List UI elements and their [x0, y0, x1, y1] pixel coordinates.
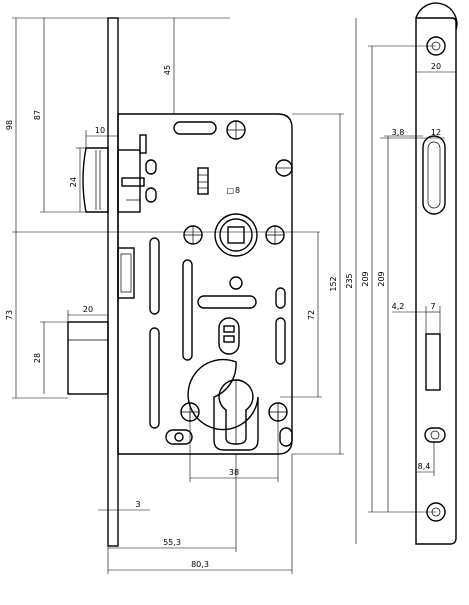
horizontal-slot: [197, 295, 257, 309]
dimension-labels: 45 98 87 10 24 □ 8 73 20 28 152 235 72 3…: [5, 62, 441, 569]
handle-follower: [183, 213, 285, 257]
dim-80-3-label: 80,3: [191, 560, 209, 569]
lower-screw-bosses: [165, 402, 293, 447]
dim-55-3-label: 55,3: [163, 538, 181, 547]
spring-holder: [197, 167, 209, 195]
latch-bolt: [82, 147, 109, 213]
dim-28-label: 28: [33, 353, 42, 363]
dim-7-label: 7: [430, 302, 435, 311]
dim-3-label: 3: [135, 500, 140, 509]
dim-98-label: 98: [5, 120, 14, 130]
dim-12-label: 12: [431, 128, 441, 137]
body-side-boss-top: [275, 159, 293, 177]
top-slot: [173, 120, 246, 140]
lock-body: [117, 113, 293, 455]
dim-152-label: 152: [329, 276, 338, 291]
dim-73-label: 73: [5, 310, 14, 320]
dim-20-bolt-label: 20: [83, 305, 93, 314]
latch-mechanism: [117, 134, 157, 213]
dim-209-a-label: 209: [361, 271, 370, 286]
dead-bolt: [67, 321, 109, 395]
dim-45-label: 45: [163, 65, 172, 75]
locking-pin-slot: [218, 317, 240, 355]
dim-38-label: 38: [229, 468, 239, 477]
cylinder-cutout: [187, 358, 259, 451]
small-pin: [229, 276, 243, 290]
dim-72-label: 72: [307, 310, 316, 320]
dim-235-label: 235: [345, 273, 354, 288]
dim-87-label: 87: [33, 110, 42, 120]
dim-4-2-label: 4,2: [392, 302, 405, 311]
dim-10-label: 10: [95, 126, 105, 135]
dim-8-label: 8: [235, 186, 240, 195]
dim-8-4-label: 8,4: [418, 462, 431, 471]
dim-20-plate-label: 20: [431, 62, 441, 71]
dimension-lines: [12, 17, 456, 574]
faceplate-front-view: [415, 2, 458, 545]
vertical-slots: [149, 237, 286, 429]
latch-guide: [117, 247, 135, 299]
dim-209-b-label: 209: [377, 271, 386, 286]
dim-3-8-label: 3,8: [392, 128, 405, 137]
faceplate-side-view: [107, 17, 119, 547]
square-symbol: □: [226, 186, 234, 195]
dim-24-label: 24: [69, 177, 78, 187]
square-8-label: □ 8: [226, 186, 240, 195]
